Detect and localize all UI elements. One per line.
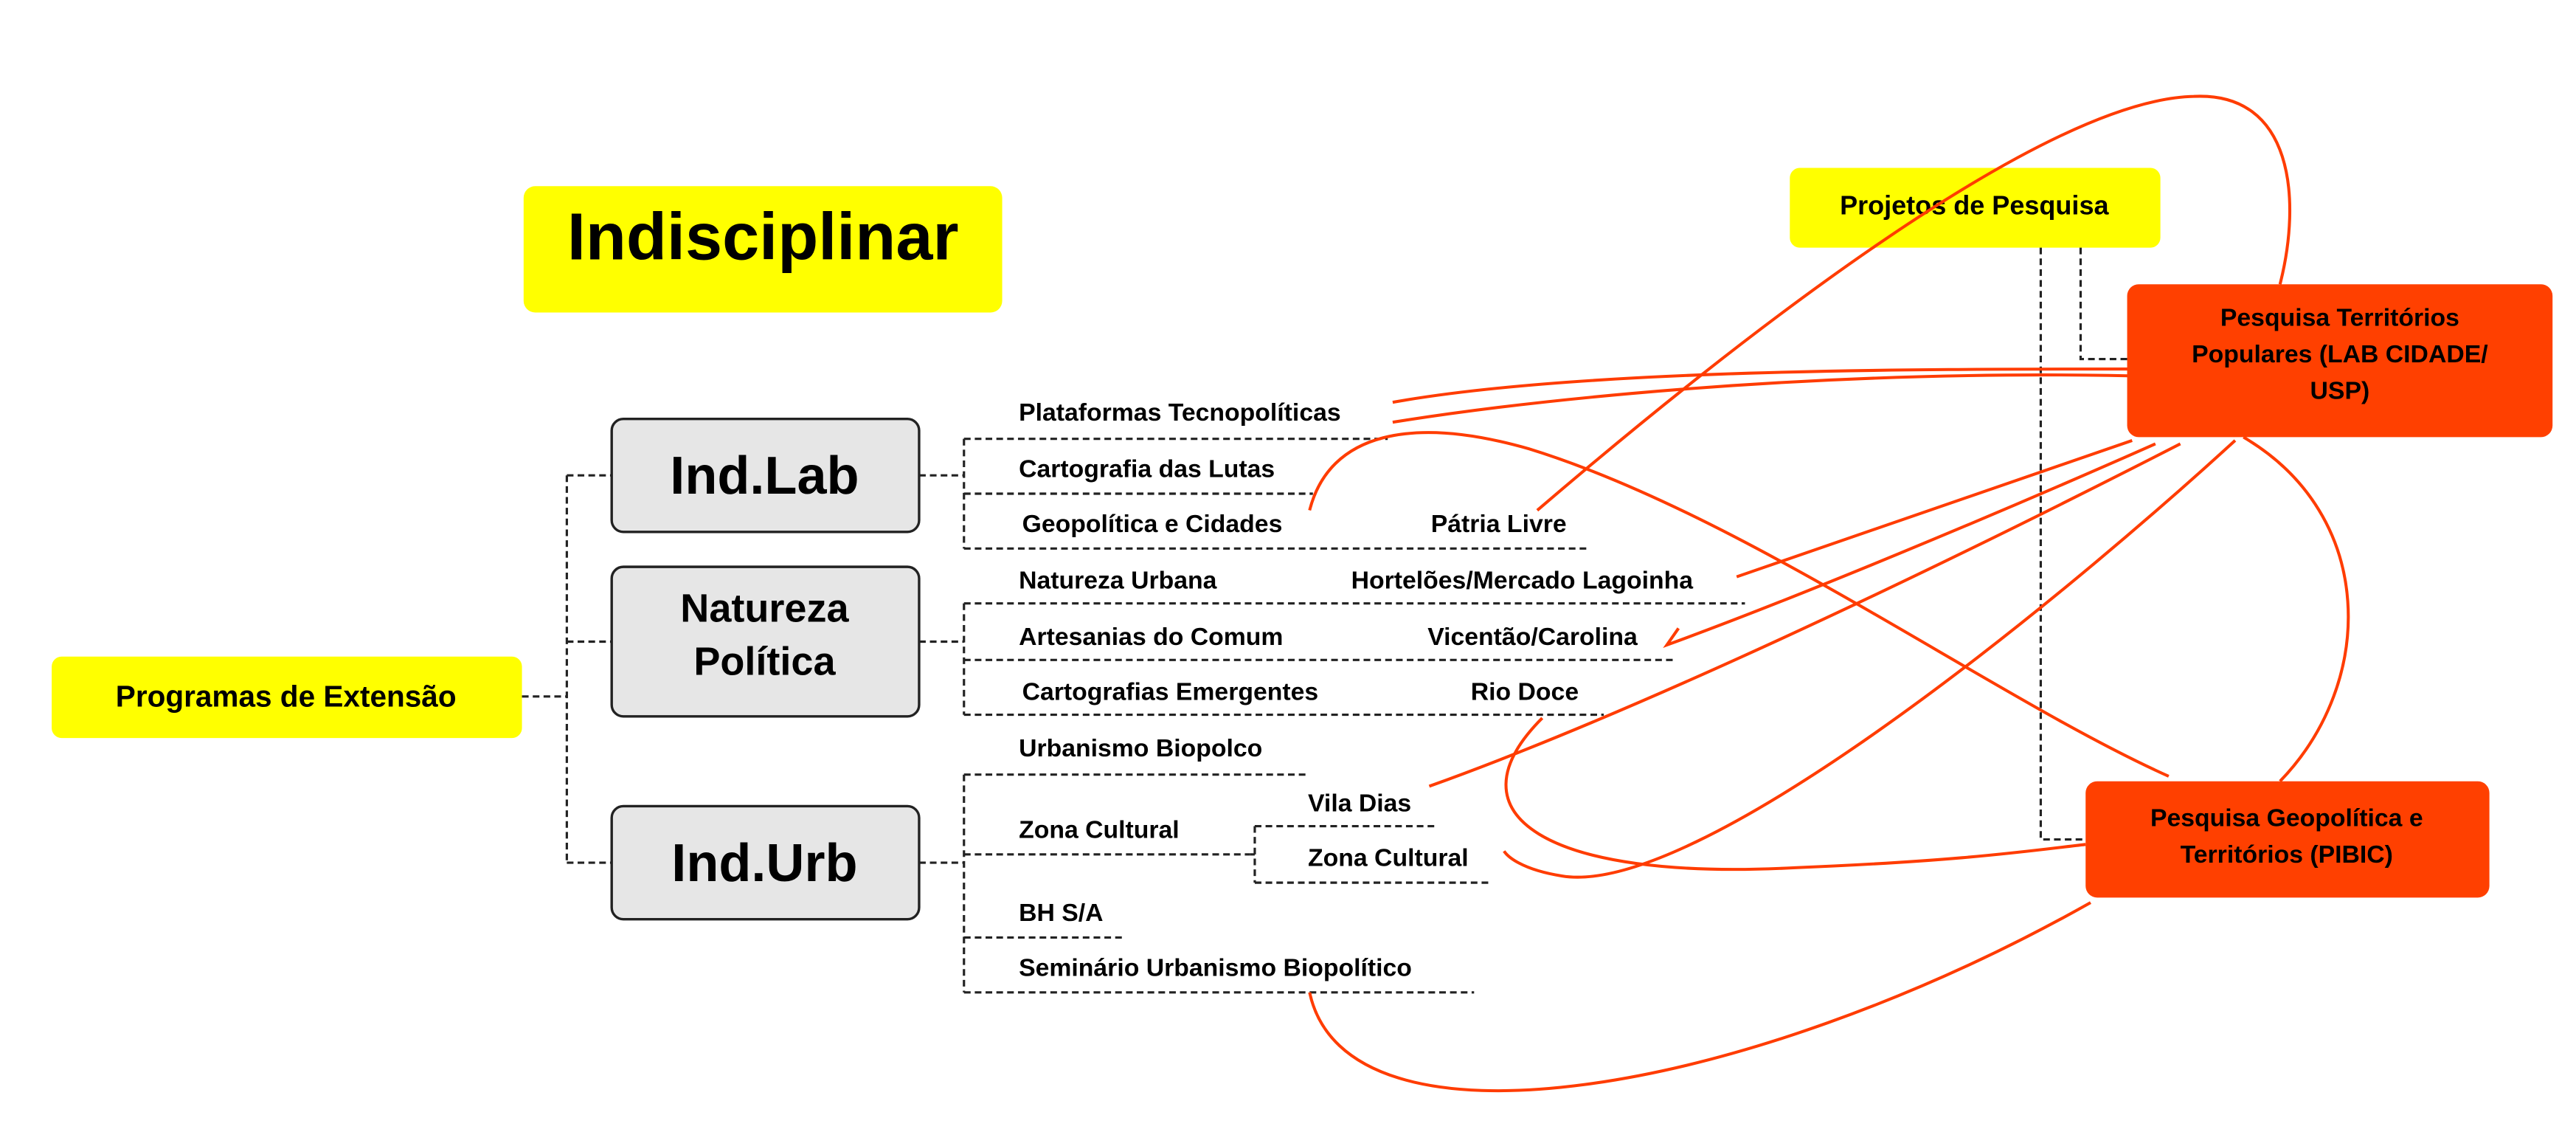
link-rio-doce-pibic [1504,717,2086,872]
item-geopolitica-cidades[interactable]: Geopolítica e Cidades [1022,510,1283,538]
link-plataformas-ptp [1392,367,2131,404]
tree-connectors [522,247,2127,994]
program-node-natureza-politica[interactable]: Natureza Política [610,565,921,718]
research-text: Pesquisa Geopolítica e [2150,804,2423,832]
program-label: Ind.Urb [671,834,857,893]
research-header-node[interactable]: Projetos de Pesquisa [1790,168,2161,248]
program-label: Natureza [680,586,849,630]
link-seminario-pibic [1308,901,2091,1093]
research-node-geopolitica-pibic[interactable]: Pesquisa Geopolítica e Territórios (PIBI… [2085,781,2490,898]
research-text: Territórios (PIBIC) [2181,841,2393,869]
item-seminario[interactable]: Seminário Urbanismo Biopolítico [1019,953,1412,981]
item-natureza-urbana[interactable]: Natureza Urbana [1019,566,1217,594]
item-plataformas[interactable]: Plataformas Tecnopolíticas [1019,398,1341,427]
item-cartografia-lutas[interactable]: Cartografia das Lutas [1019,455,1275,483]
subitem-rio-doce[interactable]: Rio Doce [1471,677,1579,705]
item-zona-cultural[interactable]: Zona Cultural [1019,815,1180,843]
title-node[interactable]: Indisciplinar [523,186,1003,313]
research-text: Pesquisa Territórios [2220,304,2459,332]
relationship-links [1308,94,2493,1093]
research-header-text: Projetos de Pesquisa [1840,190,2109,221]
link-ptp-pibic [2243,435,2350,783]
link-geopolitica-pibic [1308,431,2170,778]
item-artesanias[interactable]: Artesanias do Comum [1019,623,1283,651]
research-node-territorios-populares[interactable]: Pesquisa Territórios Populares (LAB CIDA… [2127,284,2553,438]
link-ptp-vicentao [1663,442,2156,649]
link-ptp-zona-cultural [1503,439,2237,879]
subitem-horteloes[interactable]: Hortelões/Mercado Lagoinha [1351,566,1694,594]
research-text: USP) [2310,377,2370,405]
subitem-vicentao[interactable]: Vicentão/Carolina [1427,623,1638,651]
subitem-vila-dias[interactable]: Vila Dias [1308,789,1411,817]
root-text: Programas de Extensão [116,679,457,713]
program-label: Ind.Lab [670,446,859,505]
research-text: Populares (LAB CIDADE/ [2192,340,2488,368]
link-ptp-horteloes [1736,439,2133,579]
link-patria-livre-ptp [1536,94,2292,512]
root-node-programas[interactable]: Programas de Extensão [52,656,522,739]
program-label: Política [693,640,836,684]
program-node-indurb[interactable]: Ind.Urb [610,804,921,921]
link-ptp-vila-dias [1428,442,2181,788]
item-cartografias-emergentes[interactable]: Cartografias Emergentes [1022,677,1319,705]
subitem-zona-cultural[interactable]: Zona Cultural [1308,844,1469,872]
item-urbanismo-biopolco[interactable]: Urbanismo Biopolco [1019,734,1262,762]
title-text: Indisciplinar [567,199,959,274]
program-node-indlab[interactable]: Ind.Lab [610,417,921,534]
program-items: Plataformas Tecnopolíticas Cartografia d… [1019,398,1693,981]
item-bh-sa[interactable]: BH S/A [1019,899,1103,927]
subitem-patria-livre[interactable]: Pátria Livre [1431,510,1567,538]
